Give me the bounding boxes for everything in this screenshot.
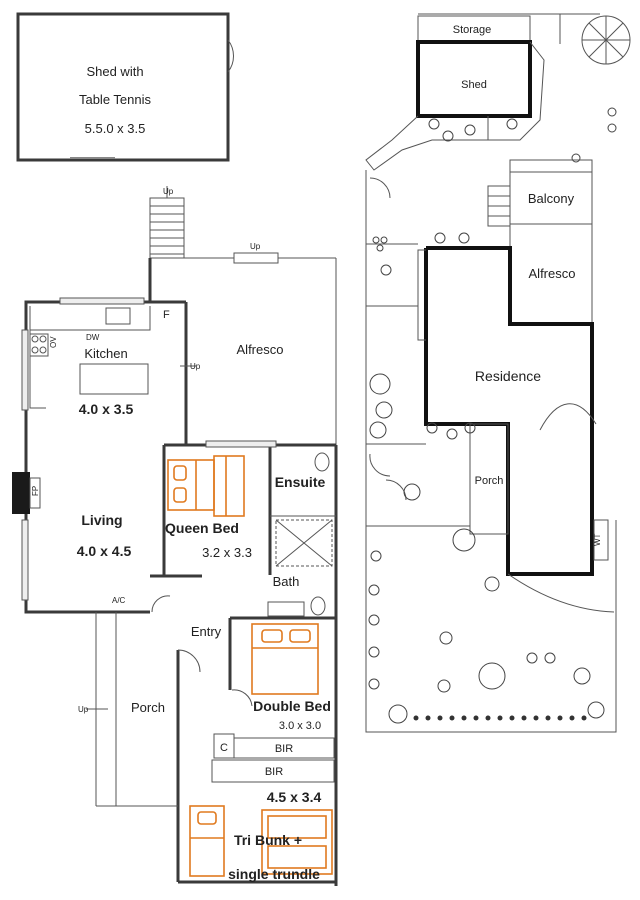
bir-label-2: BIR <box>265 766 283 778</box>
kitchen-up-label: Up <box>190 362 201 371</box>
shed-table-tennis: Shed with Table Tennis 5.5.0 x 3.5 <box>16 12 234 162</box>
site-porch-label: Porch <box>475 475 504 487</box>
stairs-up-label: Up <box>163 187 174 196</box>
built-in-robes: C BIR BIR <box>211 733 335 783</box>
bunk-label-line2: single trundle <box>228 866 320 882</box>
ac-label: A/C <box>112 596 126 605</box>
entry-corridor: Entry <box>151 595 336 882</box>
shed-label-line1: Shed with <box>86 64 143 79</box>
site-balcony-alfresco: Balcony Alfresco <box>487 159 593 325</box>
site-balcony-label: Balcony <box>528 191 575 206</box>
bir-label-1: BIR <box>275 743 293 755</box>
fridge-label: F <box>163 309 170 321</box>
bunk-room: 4.5 x 3.4 Tri Bunk + single trundle <box>178 789 336 884</box>
site-residence-label: Residence <box>475 368 541 384</box>
stairs-up: Up <box>148 186 185 302</box>
porch-label: Porch <box>131 700 165 715</box>
house-walls <box>21 297 188 614</box>
fireplace-label: FP <box>31 486 40 496</box>
kitchen-size: 4.0 x 3.5 <box>79 401 134 417</box>
porch-up-label: Up <box>78 705 89 714</box>
bunk-label-line1: Tri Bunk + <box>234 832 302 848</box>
dishwasher-label: DW <box>86 333 100 342</box>
site-shed-label: Shed <box>461 79 487 91</box>
alfresco-area: Up Alfresco <box>184 242 337 445</box>
double-bed-label: Double Bed <box>253 698 331 714</box>
living-size: 4.0 x 4.5 <box>77 543 132 559</box>
queen-bed-size: 3.2 x 3.3 <box>202 545 252 560</box>
site-porch: Porch WT <box>469 423 609 561</box>
porch: Up Porch <box>78 612 178 807</box>
site-storage-label: Storage <box>453 24 492 36</box>
bunk-room-size: 4.5 x 3.4 <box>267 789 322 805</box>
ensuite-label: Ensuite <box>275 474 326 490</box>
entry-label: Entry <box>191 624 222 639</box>
site-tree-large <box>581 15 631 65</box>
alfresco-label: Alfresco <box>237 342 284 357</box>
site-paths <box>365 170 615 613</box>
living-room: FP Living 4.0 x 4.5 A/C <box>12 472 131 605</box>
right-site-plan: Storage Shed Balcony Alfresco <box>365 13 631 733</box>
oven-label: OV <box>49 336 58 348</box>
bath-label: Bath <box>273 574 300 589</box>
double-bedroom: Double Bed 3.0 x 3.0 <box>231 618 338 886</box>
site-alfresco-label: Alfresco <box>529 266 576 281</box>
site-residence: Residence <box>417 246 594 576</box>
site-storage-shed: Storage Shed <box>365 15 545 171</box>
site-plantings <box>368 107 617 724</box>
site-edging <box>413 715 587 721</box>
left-floor-plan: Shed with Table Tennis 5.5.0 x 3.5 Up Up… <box>12 12 338 886</box>
alfresco-up-label: Up <box>250 242 261 251</box>
queen-bedroom: Queen Bed 3.2 x 3.3 <box>150 440 338 618</box>
kitchen-label: Kitchen <box>84 346 127 361</box>
kitchen: DW F OV Kitchen 4.0 x 3.5 Up <box>29 306 201 417</box>
ensuite-bath: Ensuite Bath <box>267 452 336 617</box>
living-label: Living <box>81 512 122 528</box>
shed-size: 5.5.0 x 3.5 <box>85 121 146 136</box>
cupboard-label: C <box>220 742 228 754</box>
shed-label-line2: Table Tennis <box>79 92 152 107</box>
queen-bed-label: Queen Bed <box>165 520 239 536</box>
double-bed-size: 3.0 x 3.0 <box>279 720 321 732</box>
site-wt-label: WT <box>593 533 602 546</box>
